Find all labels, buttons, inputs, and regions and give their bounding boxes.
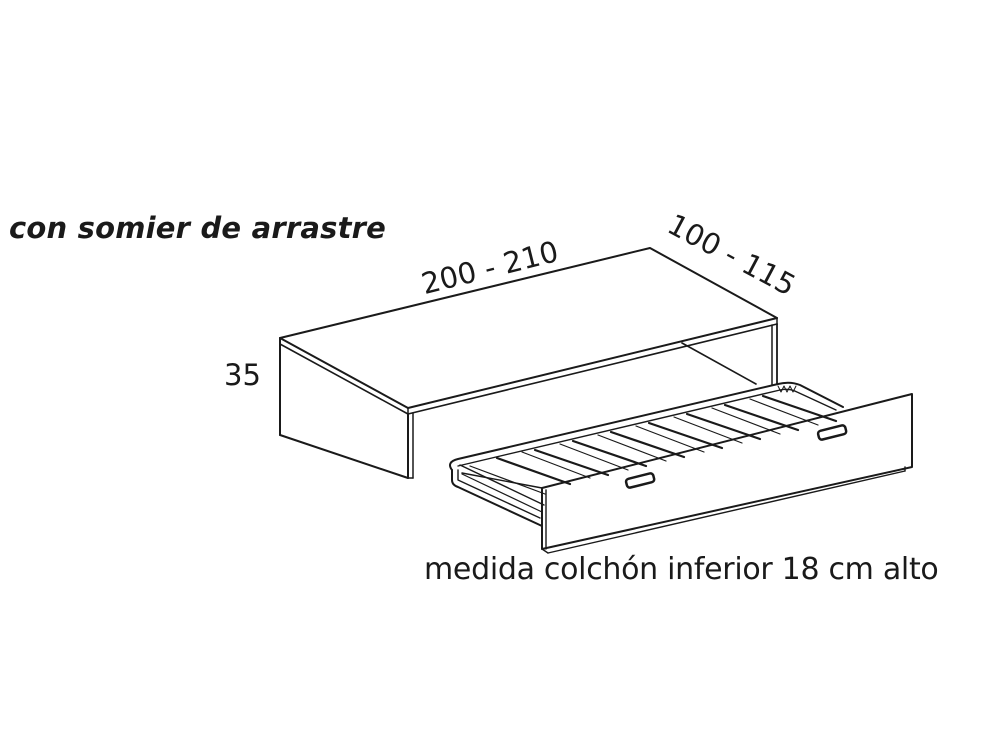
bed-frame: [279, 247, 778, 479]
handle-right: [816, 424, 848, 441]
mattress-caption: medida colchón inferior 18 cm alto: [424, 552, 939, 587]
drawing-title: con somier de arrastre: [9, 211, 387, 245]
trundle-front-panel: [541, 393, 913, 554]
handle-left: [624, 472, 656, 489]
trundle-slatted-base: [449, 381, 844, 527]
dimension-height-label: 35: [224, 358, 261, 392]
